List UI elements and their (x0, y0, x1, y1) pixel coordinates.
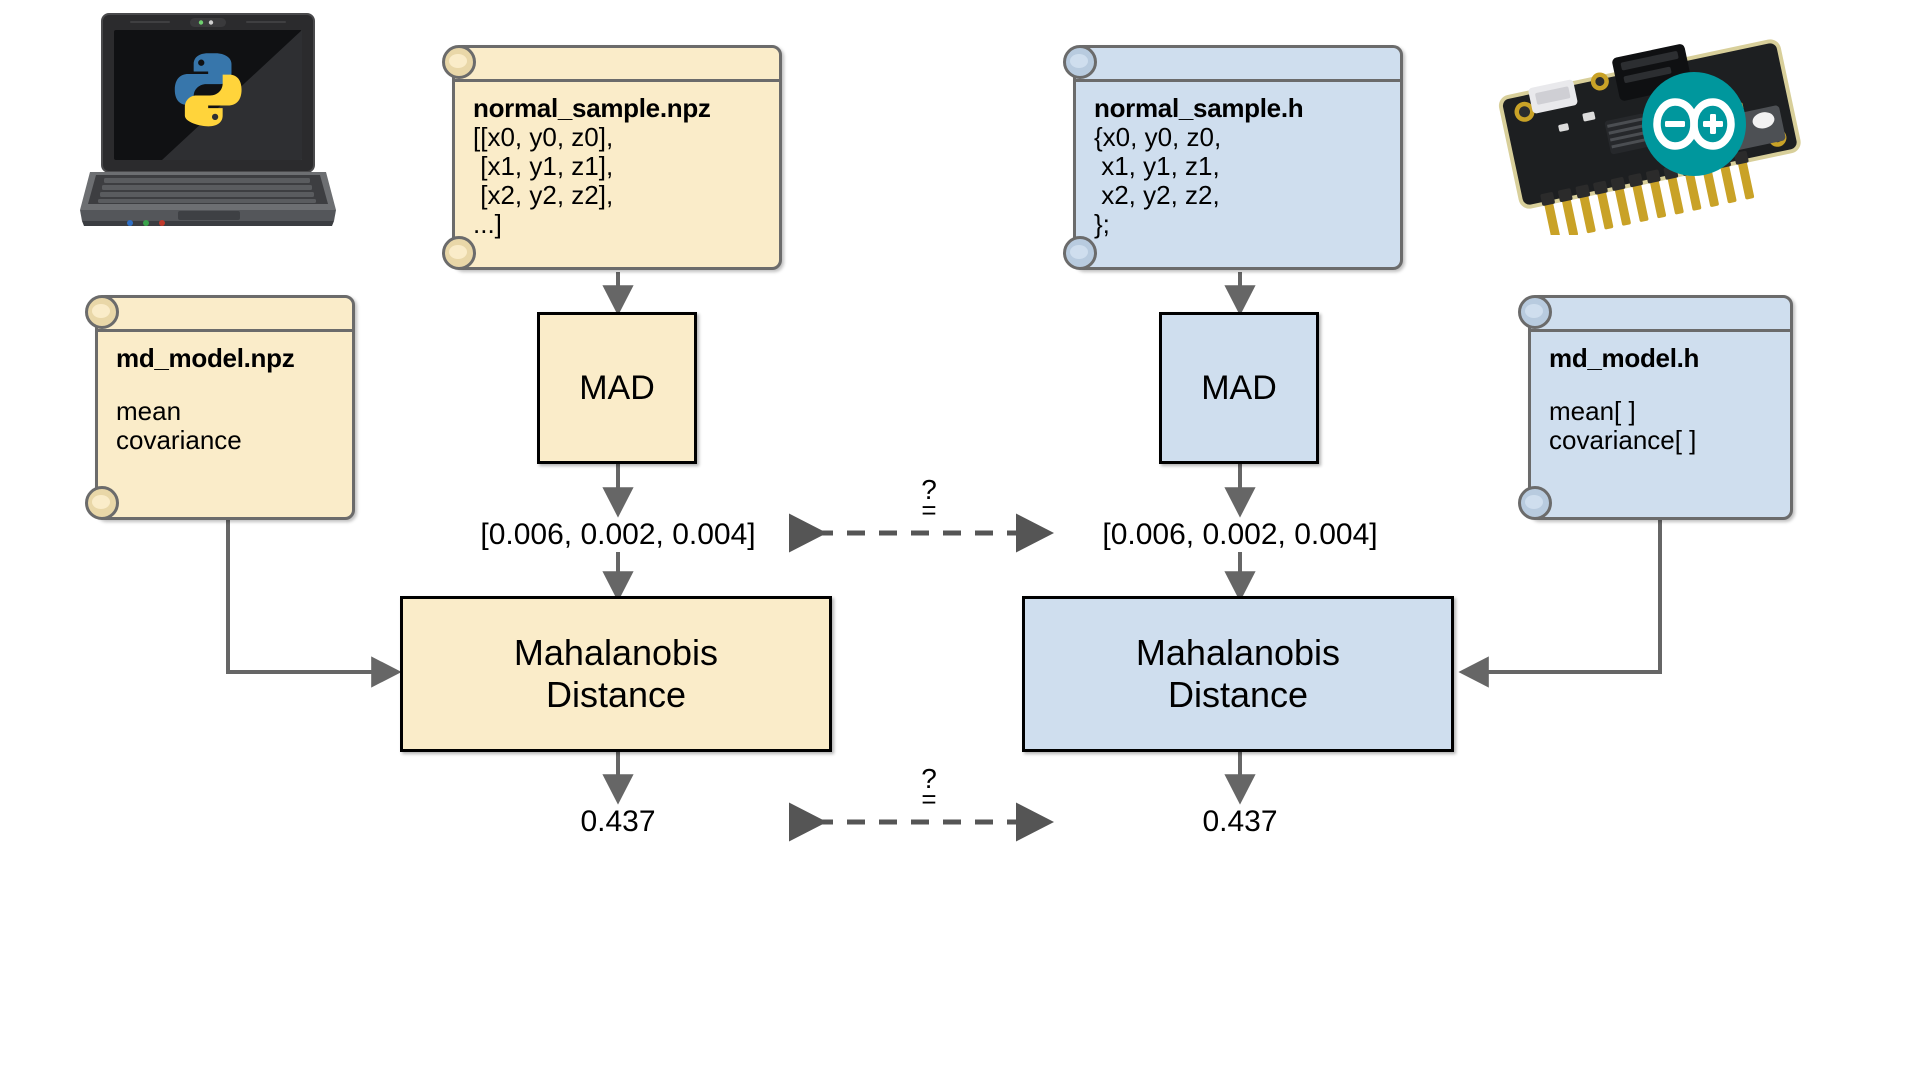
note-curl-top-left (1063, 45, 1097, 79)
value-distance-output-left: 0.437 (418, 805, 818, 839)
value-text: [0.006, 0.002, 0.004] (1102, 518, 1378, 551)
value-mad-output-right: [0.006, 0.002, 0.004] (1040, 518, 1440, 552)
note-line: x1, y1, z1, (1094, 151, 1220, 182)
note-curl-top-left (85, 295, 119, 329)
note-md-model-h: md_model.h mean[ ] covariance[ ] (1518, 295, 1793, 520)
equals-sign: = (921, 494, 937, 525)
process-box-mad-right: MAD (1159, 312, 1319, 464)
comparison-marker-distance: ? = (905, 763, 953, 814)
note-line: [x1, y1, z1], (473, 151, 614, 182)
process-box-label-line2: Distance (1167, 674, 1309, 715)
arrow-left-model-to-distance (226, 520, 402, 688)
process-box-label-line1: Mahalanobis (513, 631, 719, 673)
process-box-mahalanobis-right: Mahalanobis Distance (1022, 596, 1454, 752)
note-curl-top-left (1518, 295, 1552, 329)
note-line: {x0, y0, z0, (1094, 122, 1222, 153)
arrow-right-model-to-distance (1458, 520, 1662, 688)
note-line: x2, y2, z2, (1094, 180, 1220, 211)
note-title: md_model.h (1549, 343, 1700, 373)
note-header-bar (455, 48, 779, 82)
process-box-label: MAD (579, 368, 655, 407)
note-curl-bottom-left (442, 236, 476, 270)
note-line: covariance[ ] (1549, 425, 1697, 456)
note-line: mean[ ] (1549, 396, 1636, 427)
note-title: normal_sample.npz (473, 93, 711, 123)
python-logo (174, 53, 242, 127)
note-header-bar (98, 298, 352, 332)
process-box-label-line2: Distance (545, 674, 687, 715)
note-curl-top-left (442, 45, 476, 79)
note-body: normal_sample.h {x0, y0, z0, x1, y1, z1,… (1076, 82, 1400, 267)
note-normal-sample-h: normal_sample.h {x0, y0, z0, x1, y1, z1,… (1063, 45, 1403, 270)
question-mark: ? (921, 474, 937, 505)
note-header-bar (1531, 298, 1790, 332)
note-line: covariance (116, 425, 242, 456)
note-line: [x2, y2, z2], (473, 180, 614, 211)
value-distance-output-right: 0.437 (1040, 805, 1440, 839)
arduino-infinity-logo (1642, 72, 1746, 176)
note-line: ...] (473, 209, 502, 240)
question-mark: ? (921, 763, 937, 794)
value-text: 0.437 (1202, 805, 1278, 838)
arduino-board-image (1490, 20, 1810, 241)
note-line: [[x0, y0, z0], (473, 122, 614, 153)
note-normal-sample-npz: normal_sample.npz [[x0, y0, z0], [x1, y1… (442, 45, 782, 270)
comparison-marker-mad: ? = (905, 474, 953, 525)
value-text: [0.006, 0.002, 0.004] (480, 518, 756, 551)
note-title: md_model.npz (116, 343, 295, 373)
note-line: }; (1094, 209, 1110, 240)
note-md-model-npz: md_model.npz mean covariance (85, 295, 355, 520)
value-text: 0.437 (580, 805, 656, 838)
process-box-label: MAD (1201, 368, 1277, 407)
note-title: normal_sample.h (1094, 93, 1304, 123)
note-curl-bottom-left (1063, 236, 1097, 270)
note-line: mean (116, 396, 182, 427)
note-body: md_model.h mean[ ] covariance[ ] (1531, 332, 1790, 517)
note-curl-bottom-left (85, 486, 119, 520)
python-laptop-image (78, 12, 338, 227)
equals-sign: = (921, 783, 937, 814)
note-body: md_model.npz mean covariance (98, 332, 352, 517)
note-curl-bottom-left (1518, 486, 1552, 520)
process-box-mahalanobis-left: Mahalanobis Distance (400, 596, 832, 752)
note-header-bar (1076, 48, 1400, 82)
process-box-label-line1: Mahalanobis (1135, 631, 1341, 673)
note-body: normal_sample.npz [[x0, y0, z0], [x1, y1… (455, 82, 779, 267)
process-box-mad-left: MAD (537, 312, 697, 464)
value-mad-output-left: [0.006, 0.002, 0.004] (418, 518, 818, 552)
